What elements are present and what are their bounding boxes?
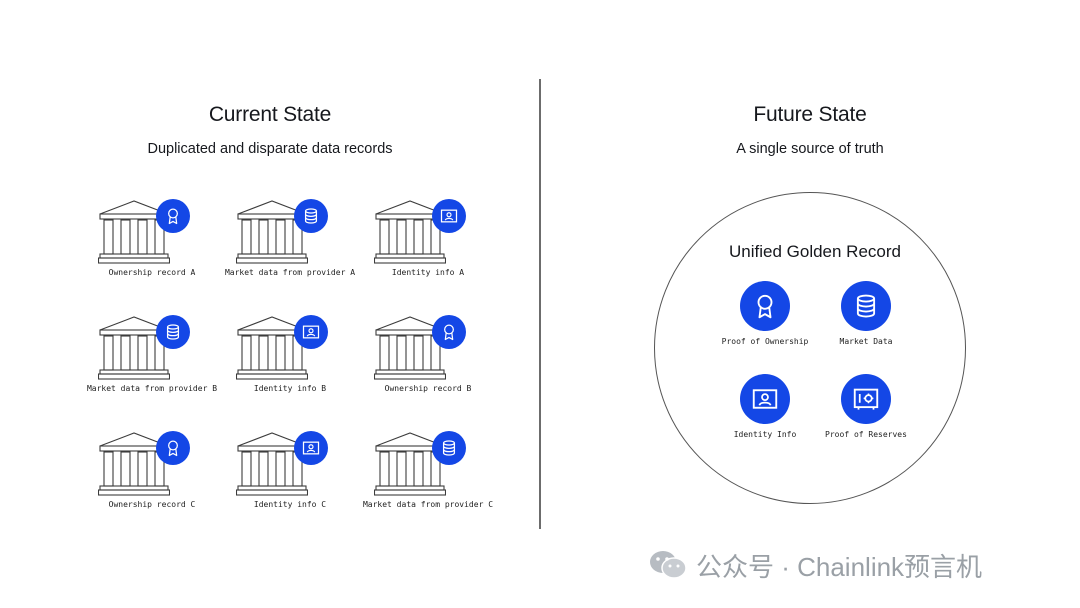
- record-badge: [294, 199, 328, 233]
- record-badge: [294, 315, 328, 349]
- record-card: Market data from provider C: [346, 431, 506, 521]
- future-state-title: Future State: [753, 103, 867, 126]
- golden-item-caption: Proof of Ownership: [721, 337, 809, 346]
- record-card: Market data from provider B: [70, 315, 230, 405]
- record-badge: [156, 315, 190, 349]
- record-card: Market data from provider A: [208, 199, 368, 289]
- database-icon: [304, 208, 318, 224]
- golden-item-badge: [841, 281, 891, 331]
- record-card: Identity info B: [208, 315, 368, 405]
- id-card-icon: [302, 325, 320, 339]
- record-badge: [294, 431, 328, 465]
- database-icon: [442, 440, 456, 456]
- current-state-subtitle: Duplicated and disparate data records: [147, 141, 393, 157]
- award-icon: [757, 294, 773, 319]
- watermark-text: 公众号 · Chainlink预言机: [696, 551, 983, 582]
- record-caption: Ownership record A: [108, 268, 196, 277]
- golden-item-badge: [841, 374, 891, 424]
- golden-record-circle: [654, 192, 966, 504]
- record-card: Ownership record B: [346, 315, 506, 405]
- bank-building-icon: [98, 200, 170, 264]
- record-caption: Identity info C: [253, 500, 327, 509]
- bank-building-icon: [374, 432, 446, 496]
- watermark: 公众号 · Chainlink预言机: [648, 548, 982, 582]
- record-card: Ownership record C: [70, 431, 230, 521]
- record-caption: Market data from provider C: [362, 500, 494, 509]
- current-state-title: Current State: [208, 103, 332, 126]
- award-icon: [168, 440, 178, 457]
- database-icon: [166, 324, 180, 340]
- bank-building-icon: [98, 316, 170, 380]
- wechat-icon: [650, 551, 687, 579]
- golden-record-title: Unified Golden Record: [729, 242, 901, 261]
- record-caption: Market data from provider B: [86, 384, 218, 393]
- bank-building-icon: [236, 432, 308, 496]
- record-caption: Identity info B: [253, 384, 327, 393]
- record-badge: [156, 431, 190, 465]
- golden-item-caption: Proof of Reserves: [825, 430, 907, 439]
- record-caption: Identity info A: [391, 268, 465, 277]
- golden-item-badge: [740, 281, 790, 331]
- id-card-icon: [752, 389, 778, 409]
- vault-icon: [853, 388, 879, 410]
- record-card: Ownership record A: [70, 199, 230, 289]
- section-divider: [539, 79, 541, 529]
- record-caption: Ownership record C: [108, 500, 196, 509]
- future-state-subtitle: A single source of truth: [736, 141, 884, 157]
- bank-building-icon: [236, 316, 308, 380]
- award-icon: [168, 208, 178, 225]
- id-card-icon: [302, 441, 320, 455]
- record-badge: [432, 315, 466, 349]
- award-icon: [444, 324, 454, 341]
- database-icon: [856, 294, 876, 318]
- golden-item-caption: Identity Info: [733, 430, 797, 439]
- golden-item-badge: [740, 374, 790, 424]
- record-caption: Market data from provider A: [224, 268, 356, 277]
- golden-item-caption: Market Data: [839, 337, 893, 346]
- record-badge: [156, 199, 190, 233]
- id-card-icon: [440, 209, 458, 223]
- record-card: Identity info C: [208, 431, 368, 521]
- record-caption: Ownership record B: [384, 384, 472, 393]
- record-badge: [432, 431, 466, 465]
- record-badge: [432, 199, 466, 233]
- record-card: Identity info A: [346, 199, 506, 289]
